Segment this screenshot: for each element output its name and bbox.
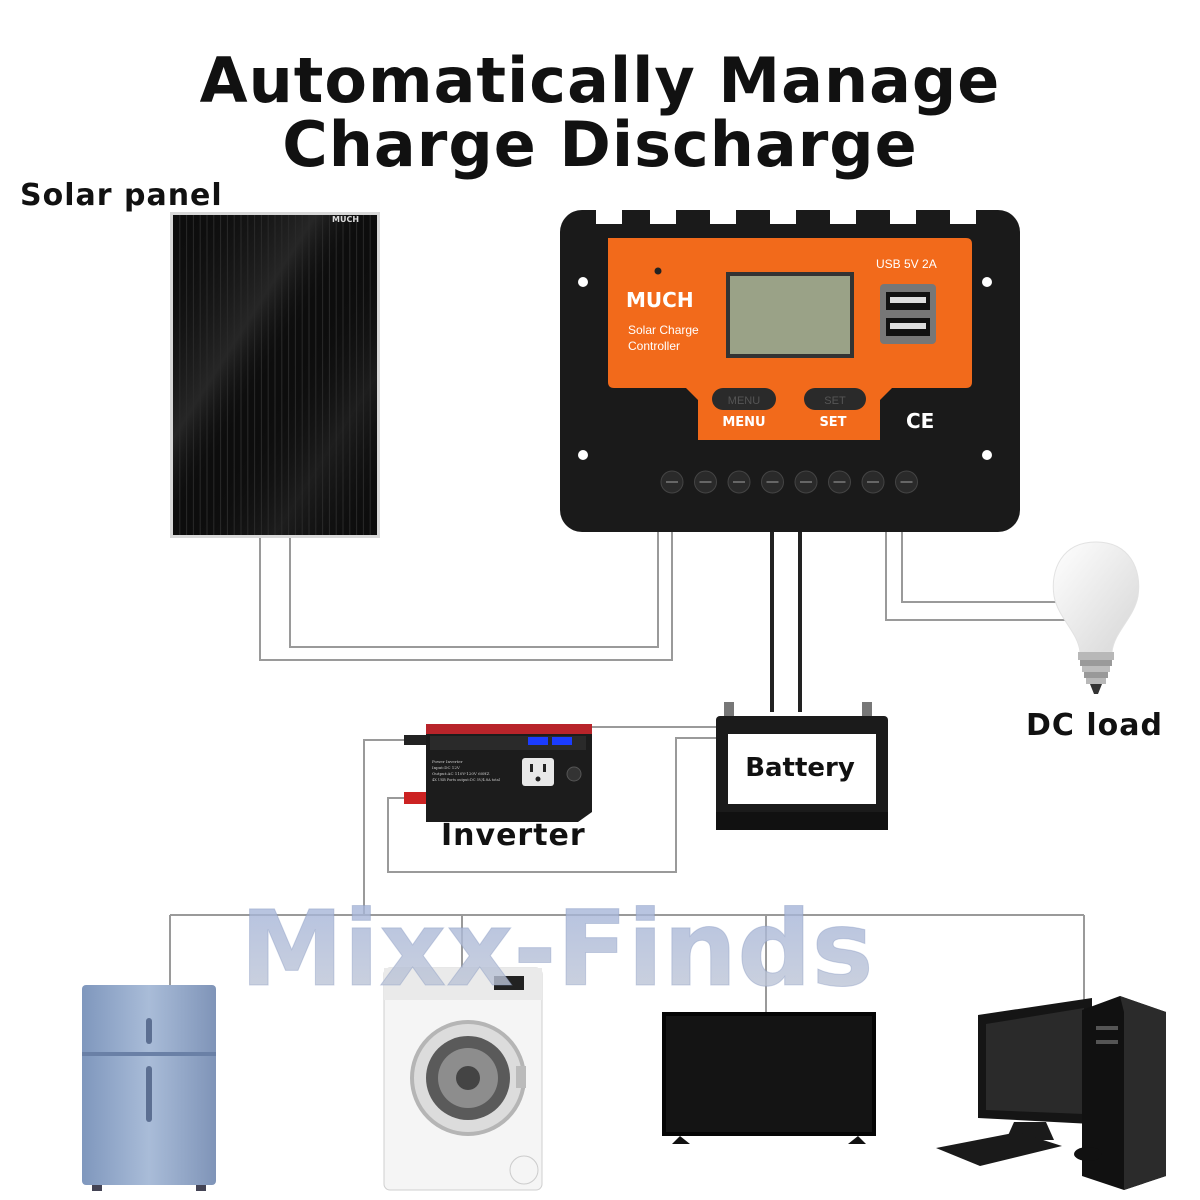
battery-label: Battery — [745, 753, 855, 783]
light-bulb-icon — [1052, 541, 1140, 694]
svg-text:MENU: MENU — [728, 395, 760, 407]
inverter-label: Inverter — [441, 818, 586, 853]
solar-panel: MUCH — [170, 212, 380, 538]
menu-button[interactable] — [712, 388, 776, 410]
solar-panel-label: Solar panel — [20, 178, 223, 213]
inverter-spec-1: Power Inverter — [432, 759, 463, 764]
panel-brand: MUCH — [332, 215, 359, 224]
terminal-block — [660, 470, 918, 494]
lcd-screen — [730, 276, 850, 354]
title-line-2: Charge Discharge — [282, 108, 918, 181]
ce-mark: CE — [906, 409, 934, 433]
inverter-spec-2: Input:DC 12V — [432, 765, 460, 770]
usb-label: USB 5V 2A — [876, 257, 937, 271]
title-line-1: Automatically Manage — [199, 44, 1001, 117]
battery-cables — [770, 514, 802, 712]
dc-load-label: DC load — [1026, 708, 1163, 743]
controller-subtitle-1: Solar Charge — [628, 323, 699, 337]
battery: Battery — [716, 702, 888, 830]
solar-wire-inner — [289, 488, 659, 648]
svg-text:SET: SET — [824, 395, 846, 407]
power-switch[interactable] — [566, 766, 582, 782]
set-caption: SET — [819, 415, 846, 430]
controller-brand: MUCH — [626, 288, 694, 312]
solar-wire-outer — [259, 488, 673, 661]
inverter-output-wire — [363, 739, 410, 915]
inverter-spec-4: 4X USB Ports output:DC 5V/4.8A total — [432, 778, 501, 782]
watermark: Mixx-Finds — [240, 888, 874, 1010]
refrigerator-icon — [82, 985, 216, 1191]
controller-subtitle-2: Controller — [628, 339, 680, 353]
washing-machine-icon — [383, 967, 543, 1191]
inverter-spec-3: Output:AC 110V-120V 60HZ — [432, 771, 490, 776]
ac-outlet[interactable] — [522, 758, 554, 786]
charge-controller: MUCH Solar Charge Controller USB 5V 2A M… — [560, 210, 1020, 532]
computer-icon — [936, 996, 1166, 1190]
television-icon — [662, 1012, 876, 1144]
inverter-battery-wire-loop — [387, 737, 718, 873]
inverter: Power Inverter Input:DC 12V Output:AC 11… — [404, 724, 592, 822]
menu-caption: MENU — [722, 415, 765, 430]
set-button[interactable] — [804, 388, 866, 410]
